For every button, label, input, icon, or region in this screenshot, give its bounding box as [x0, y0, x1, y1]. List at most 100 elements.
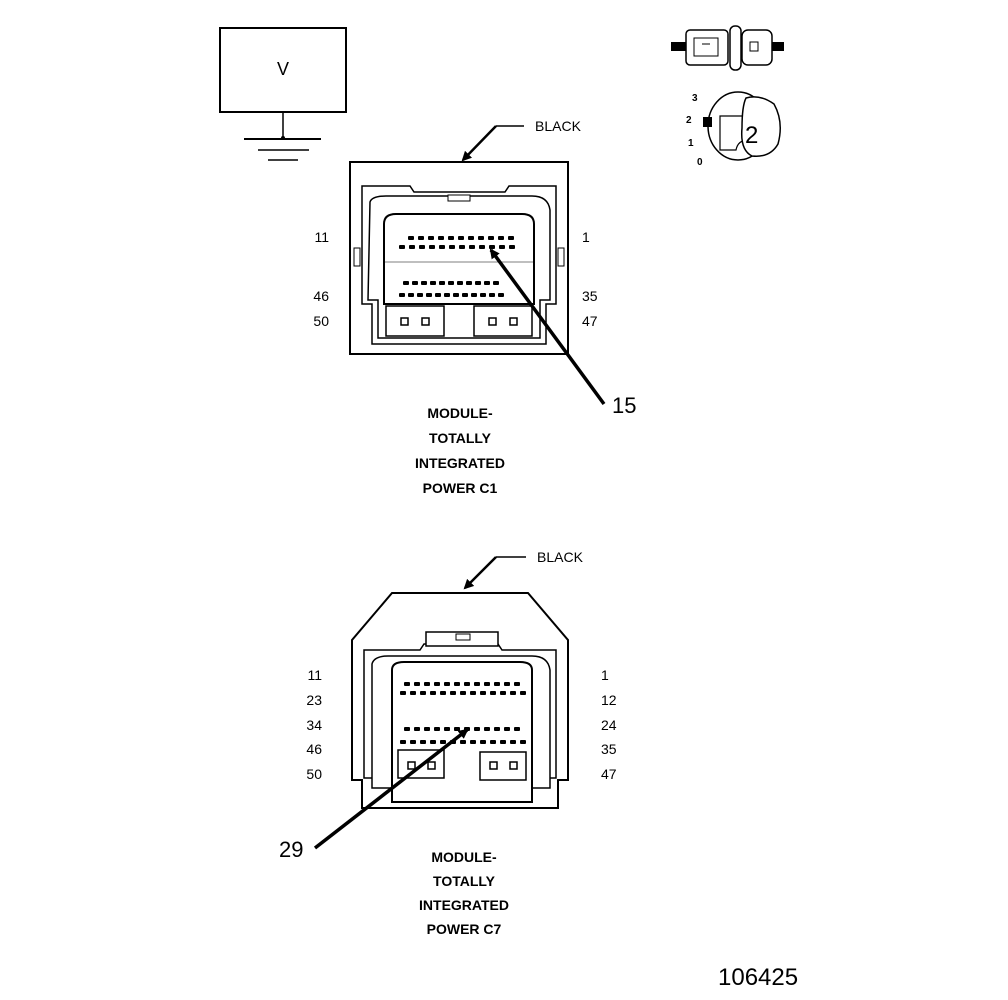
c7-pin-cavities [400, 682, 526, 744]
c7-pin-label: 34 [306, 717, 322, 733]
c7-title-line: POWER C7 [426, 921, 502, 937]
connector-c7 [351, 592, 569, 809]
pin-cavity [466, 281, 472, 285]
pin-cavity [489, 245, 495, 249]
pin-cavity [475, 281, 481, 285]
pin-cavity [500, 740, 506, 744]
pin-cavity [494, 727, 500, 731]
pin-cavity [444, 293, 450, 297]
pin-cavity [504, 682, 510, 686]
pin-cavity [426, 293, 432, 297]
c1-color-label: BLACK [535, 118, 581, 134]
pin-cavity [514, 682, 520, 686]
pin-cavity [470, 740, 476, 744]
pin-cavity [419, 245, 425, 249]
pin-cavity [440, 740, 446, 744]
c7-callout-arrow [313, 728, 469, 850]
pin-cavity [480, 293, 486, 297]
pin-cavity [508, 236, 514, 240]
c7-title-line: INTEGRATED [419, 897, 509, 913]
pin-cavity [410, 740, 416, 744]
c1-title-line: POWER C1 [422, 480, 498, 496]
pin-cavity [448, 236, 454, 240]
c7-pin-label: 50 [306, 766, 322, 782]
pin-cavity [444, 682, 450, 686]
pin-cavity [418, 236, 424, 240]
c1-pin-label: 11 [314, 229, 329, 245]
pin-cavity [468, 236, 474, 240]
c1-title-line: MODULE- [427, 405, 493, 421]
connector-c1 [349, 161, 569, 355]
c1-pin-cavities [399, 236, 515, 297]
key-selected-position: 2 [745, 122, 759, 149]
pin-cavity [489, 293, 495, 297]
c7-pin-label: 1 [601, 667, 609, 683]
c7-color-label: BLACK [537, 549, 583, 565]
pin-cavity [479, 245, 485, 249]
c7-pin-label: 35 [601, 741, 617, 757]
c7-title-line: MODULE- [431, 849, 497, 865]
pin-cavity [493, 281, 499, 285]
pin-cavity [414, 682, 420, 686]
pin-cavity [400, 691, 406, 695]
pin-cavity [403, 281, 409, 285]
c1-callout-number: 15 [612, 393, 637, 418]
key-position-0: 0 [697, 157, 703, 168]
c7-title-line: TOTALLY [433, 873, 495, 889]
c7-pin-label: 46 [306, 741, 322, 757]
pin-cavity [460, 691, 466, 695]
pin-cavity [408, 236, 414, 240]
pin-cavity [434, 727, 440, 731]
key-position-2: 2 [686, 115, 692, 126]
pin-cavity [434, 682, 440, 686]
pin-cavity [478, 236, 484, 240]
pin-cavity [500, 691, 506, 695]
pin-cavity [412, 281, 418, 285]
c7-pin-label: 24 [601, 717, 617, 733]
c7-callout-number: 29 [279, 837, 304, 862]
pin-cavity [471, 293, 477, 297]
c7-pin-label: 23 [306, 692, 322, 708]
pin-cavity [484, 682, 490, 686]
pin-cavity [453, 293, 459, 297]
pin-cavity [499, 245, 505, 249]
pin-cavity [404, 682, 410, 686]
pin-cavity [484, 727, 490, 731]
c1-pin-label: 35 [582, 288, 598, 304]
c1-callout-arrow [489, 248, 606, 406]
pin-cavity [520, 691, 526, 695]
pin-cavity [430, 691, 436, 695]
pin-cavity [490, 691, 496, 695]
pin-cavity [460, 740, 466, 744]
pin-cavity [440, 691, 446, 695]
c1-pin-label: 47 [582, 313, 598, 329]
pin-cavity [444, 727, 450, 731]
pin-cavity [504, 727, 510, 731]
pin-cavity [421, 281, 427, 285]
pin-cavity [462, 293, 468, 297]
pin-cavity [424, 682, 430, 686]
pin-cavity [457, 281, 463, 285]
probe-connector-icon [671, 25, 784, 71]
c7-pin-label: 12 [601, 692, 617, 708]
pin-cavity [438, 236, 444, 240]
pin-cavity [410, 691, 416, 695]
key-position-1: 1 [688, 138, 694, 149]
figure-id: 106425 [718, 964, 799, 991]
pin-cavity [459, 245, 465, 249]
pin-cavity [498, 236, 504, 240]
pin-cavity [469, 245, 475, 249]
pin-cavity [520, 740, 526, 744]
pin-cavity [514, 727, 520, 731]
pin-cavity [510, 691, 516, 695]
pin-cavity [400, 740, 406, 744]
c1-title-line: TOTALLY [429, 430, 491, 446]
voltmeter-symbol: V [276, 59, 289, 79]
pin-cavity [474, 682, 480, 686]
pin-cavity [408, 293, 414, 297]
pin-cavity [424, 727, 430, 731]
c1-title-line: INTEGRATED [415, 455, 505, 471]
pin-cavity [454, 682, 460, 686]
pin-cavity [494, 682, 500, 686]
